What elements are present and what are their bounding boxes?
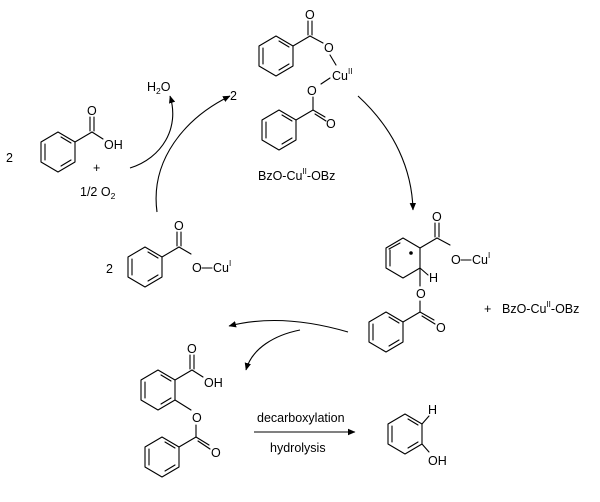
byproduct-formula-label: BzO-CuII-OBz <box>502 300 579 316</box>
radical-intermediate-structure: O O CuI H O O <box>368 210 490 353</box>
acid-carbonyl-o: O <box>187 342 197 356</box>
benzoic-acid-carbonyl-o: O <box>87 104 97 118</box>
condition-above-arrow: decarboxylation <box>257 411 345 425</box>
copper-ii-benzoate-complex: 2 O O CuII O O <box>230 8 352 151</box>
cycle-arrow-cu1-release <box>228 320 349 333</box>
product-branch-arrow <box>244 329 301 371</box>
upper-ester-o: O <box>324 41 334 55</box>
acid-oh: OH <box>204 376 223 390</box>
oxygen-reagent: 1/2 O2 <box>80 185 116 201</box>
acid-bz-carbonyl-o: O <box>211 446 221 460</box>
water-release-arrow <box>129 95 176 169</box>
intermediate-cu-o: O <box>451 253 461 267</box>
benzoic-acid-oh: OH <box>104 138 123 152</box>
condition-below-arrow: hydrolysis <box>270 441 326 455</box>
cu1-benzoate-coefficient: 2 <box>106 262 113 276</box>
phenol-structure: H OH <box>387 403 447 468</box>
reactant-plus-sign: + <box>93 161 100 175</box>
upper-carbonyl-o: O <box>305 8 315 22</box>
intermediate-ester-o: O <box>416 287 426 301</box>
phenol-h: H <box>428 403 437 417</box>
byproduct-plus-sign: + <box>484 302 491 316</box>
complex-coefficient: 2 <box>230 89 237 103</box>
acid-ester-o: O <box>192 411 202 425</box>
intermediate-h: H <box>429 271 438 285</box>
intermediate-copper: CuI <box>472 251 490 267</box>
copper-center: CuII <box>332 67 352 83</box>
phenol-oh: OH <box>428 454 447 468</box>
water-product: H2O <box>147 80 171 96</box>
lower-carbonyl-o: O <box>326 117 336 131</box>
intermediate-bz-carbonyl-o: O <box>436 321 446 335</box>
copper-i-benzoate-structure: 2 O O CuI <box>106 219 231 288</box>
cu1-benzoate-o: O <box>192 261 202 275</box>
cu1-copper: CuI <box>213 259 231 275</box>
benzoic-acid-coefficient: 2 <box>6 151 13 165</box>
lower-ester-o: O <box>307 84 317 98</box>
cu1-benzoate-carbonyl-o: O <box>174 219 184 233</box>
cycle-arrow-insertion <box>357 95 417 211</box>
benzoyloxy-benzoic-acid-structure: O OH O O <box>140 342 223 478</box>
benzoic-acid-structure: 2 O OH <box>6 104 123 173</box>
complex-formula-label: BzO-CuII-OBz <box>258 167 335 183</box>
cycle-arrow-regeneration <box>155 95 231 213</box>
intermediate-carbonyl-o: O <box>432 210 442 224</box>
